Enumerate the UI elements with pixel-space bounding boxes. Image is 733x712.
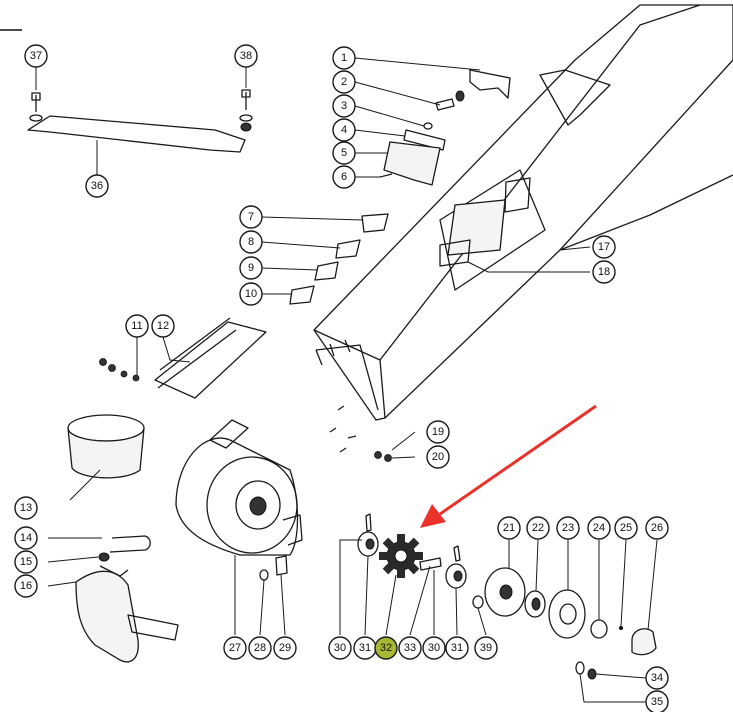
callout-23: 23 — [556, 516, 580, 540]
callout-22: 22 — [526, 516, 550, 540]
callout-number: 16 — [20, 580, 32, 592]
callout-30: 30 — [328, 636, 352, 660]
callout-number: 2 — [341, 76, 347, 88]
callout-6: 6 — [332, 165, 356, 189]
callout-number: 4 — [341, 124, 347, 136]
indicator-arrow — [420, 404, 597, 528]
callout-number: 17 — [598, 241, 610, 253]
bottom-guard — [75, 570, 139, 663]
callout-number: 27 — [229, 642, 241, 654]
callout-35: 35 — [645, 690, 669, 712]
callout-10: 10 — [239, 282, 263, 306]
callout-3: 3 — [332, 94, 356, 118]
support-rail — [27, 115, 246, 153]
elevator-housing — [313, 4, 733, 421]
callout-number: 10 — [245, 288, 257, 300]
callout-33: 33 — [398, 636, 422, 660]
callout-number: 39 — [480, 642, 492, 654]
callout-4: 4 — [332, 118, 356, 142]
callout-37: 37 — [24, 44, 48, 68]
callout-number: 34 — [651, 672, 663, 684]
callout-32: 32 — [374, 636, 398, 660]
callout-number: 11 — [131, 320, 142, 332]
callout-number: 22 — [532, 522, 544, 534]
callout-11: 11 — [125, 314, 149, 338]
callout-number: 12 — [157, 320, 169, 332]
callout-34: 34 — [645, 666, 669, 690]
u-bolt — [109, 535, 151, 553]
callout-25: 25 — [614, 516, 638, 540]
callout-number: 3 — [341, 100, 347, 112]
callout-19: 19 — [426, 420, 450, 444]
callout-number: 21 — [503, 522, 515, 534]
callout-number: 23 — [562, 522, 574, 534]
callout-9: 9 — [239, 256, 263, 280]
callout-28: 28 — [248, 636, 272, 660]
callout-number: 1 — [341, 52, 347, 64]
callout-number: 37 — [30, 50, 42, 62]
callout-number: 30 — [428, 642, 440, 654]
callout-20: 20 — [426, 445, 450, 469]
callout-number: 15 — [20, 556, 32, 568]
callout-number: 14 — [20, 532, 32, 544]
callout-1: 1 — [332, 46, 356, 70]
callout-number: 31 — [359, 642, 371, 654]
callout-number: 33 — [404, 642, 416, 654]
callout-number: 5 — [341, 147, 347, 159]
callout-27: 27 — [223, 636, 247, 660]
callout-26: 26 — [645, 516, 669, 540]
callout-31: 31 — [353, 636, 377, 660]
callout-number: 13 — [20, 502, 32, 514]
callout-number: 38 — [240, 50, 252, 62]
callout-38: 38 — [234, 44, 258, 68]
callout-21: 21 — [497, 516, 521, 540]
callout-number: 26 — [651, 522, 663, 534]
callout-number: 35 — [651, 696, 663, 708]
callout-number: 32 — [380, 642, 392, 654]
callout-number: 30 — [334, 642, 346, 654]
callout-number: 18 — [598, 266, 610, 278]
callout-13: 13 — [14, 496, 38, 520]
callout-2: 2 — [332, 70, 356, 94]
callout-7: 7 — [239, 205, 263, 229]
callout-number: 29 — [279, 642, 291, 654]
callout-number: 8 — [248, 236, 254, 248]
cover-plate — [154, 317, 267, 399]
callout-number: 25 — [620, 522, 632, 534]
callout-number: 36 — [91, 180, 103, 192]
callout-number: 20 — [432, 451, 444, 463]
callout-number: 31 — [451, 642, 463, 654]
chain-housing — [175, 419, 303, 556]
callout-14: 14 — [14, 526, 38, 550]
leader-lines — [35, 57, 658, 703]
callout-36: 36 — [85, 174, 109, 198]
callout-29: 29 — [273, 636, 297, 660]
callout-15: 15 — [14, 550, 38, 574]
callout-5: 5 — [332, 141, 356, 165]
drive-components — [357, 513, 657, 680]
callout-18: 18 — [592, 260, 616, 284]
callout-39: 39 — [474, 636, 498, 660]
callout-number: 19 — [432, 426, 444, 438]
callout-12: 12 — [151, 314, 175, 338]
callout-16: 16 — [14, 574, 38, 598]
callout-number: 9 — [248, 262, 254, 274]
callout-24: 24 — [587, 516, 611, 540]
callout-number: 24 — [593, 522, 605, 534]
callout-number: 7 — [248, 211, 254, 223]
callout-number: 28 — [254, 642, 266, 654]
callout-number: 6 — [341, 171, 347, 183]
belt-ring — [67, 414, 145, 479]
callout-8: 8 — [239, 230, 263, 254]
callout-31: 31 — [445, 636, 469, 660]
callout-17: 17 — [592, 235, 616, 259]
callout-30: 30 — [422, 636, 446, 660]
